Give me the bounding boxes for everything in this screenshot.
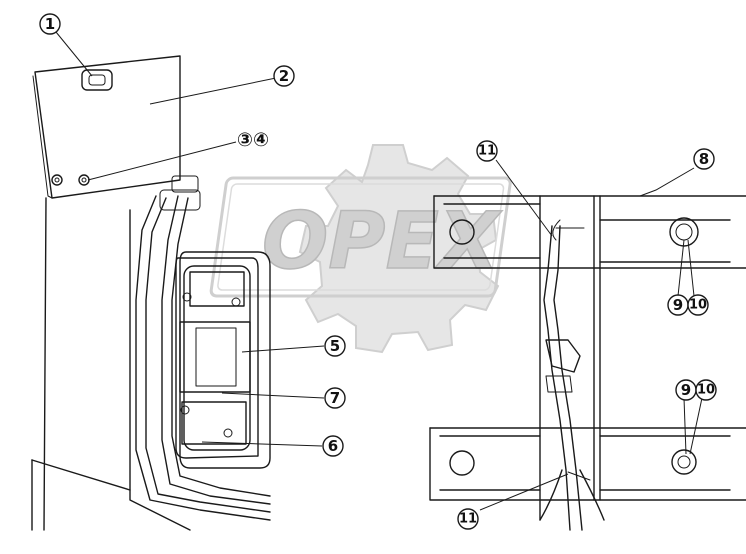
lamp-assembly — [175, 251, 271, 469]
callout-3-4: ③④ — [237, 129, 269, 151]
callout-11-top-label: 11 — [478, 144, 496, 159]
callout-2-label: 2 — [279, 67, 289, 85]
callout-11-bottom: 11 — [457, 508, 479, 530]
callout-9-top-label: 9 — [673, 296, 683, 314]
watermark-banner — [209, 176, 512, 298]
cable-harness — [539, 219, 605, 531]
cover-panel — [32, 55, 181, 199]
callout-2: 2 — [273, 65, 295, 87]
callout-7: 7 — [324, 387, 346, 409]
hose-bundle — [135, 175, 271, 521]
callout-10-bottom-label: 10 — [697, 383, 715, 398]
callout-6: 6 — [322, 435, 344, 457]
chassis-frame — [429, 195, 746, 521]
callout-8-label: 8 — [699, 150, 709, 168]
lamp-frame — [183, 265, 251, 451]
callout-11-top: 11 — [476, 140, 498, 162]
callout-9-top: 9 — [667, 294, 689, 316]
callout-3-4-label: ③④ — [237, 129, 269, 151]
bolt-upper — [669, 217, 699, 247]
callout-5-label: 5 — [330, 337, 340, 355]
callout-7-label: 7 — [330, 389, 340, 407]
callout-1: 1 — [39, 13, 61, 35]
callout-6-label: 6 — [328, 437, 338, 455]
frame-hole-lower-left — [449, 450, 475, 476]
opex-watermark-logo: OPEX — [209, 144, 512, 354]
cabinet-body — [31, 197, 191, 531]
callout-5: 5 — [324, 335, 346, 357]
gear-icon — [298, 144, 500, 354]
callout-11-bottom-label: 11 — [459, 512, 477, 527]
screw-right — [78, 174, 90, 186]
callout-10-bottom: 10 — [695, 379, 717, 401]
lamp-lens — [179, 321, 251, 393]
callout-10-top-label: 10 — [689, 298, 707, 313]
callout-1-label: 1 — [45, 15, 55, 33]
callout-9-bottom: 9 — [675, 379, 697, 401]
leader-lines — [55, 31, 703, 511]
panel-handle — [81, 69, 113, 91]
callout-10-top: 10 — [687, 294, 709, 316]
bolt-lower — [671, 449, 697, 475]
frame-hole-upper-left — [449, 219, 475, 245]
watermark-text: OPEX — [262, 197, 503, 287]
callout-8: 8 — [693, 148, 715, 170]
screw-left — [51, 174, 63, 186]
callout-9-bottom-label: 9 — [681, 381, 691, 399]
